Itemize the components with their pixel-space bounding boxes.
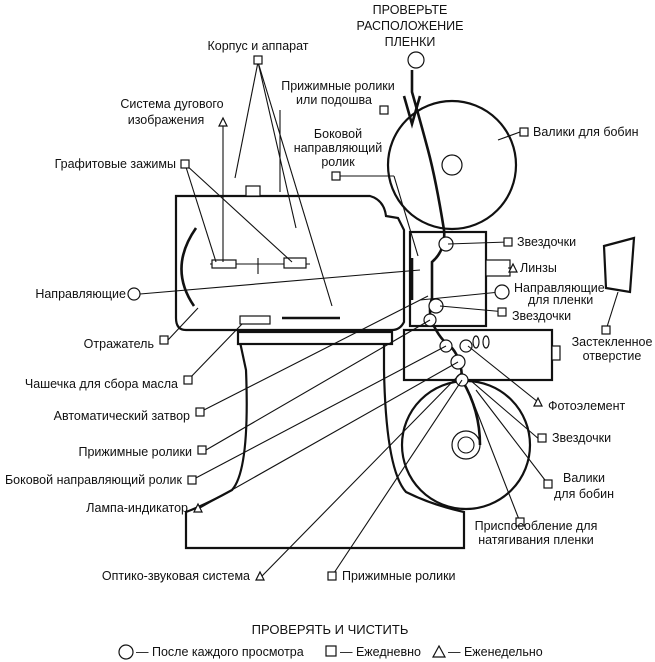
film-guides-label: Направляющие: [514, 281, 605, 295]
side-guide-top-label: ролик: [321, 155, 355, 169]
daily-square-icon: [331, 171, 341, 181]
glazed-hole-label: отверстие: [583, 349, 642, 363]
indicator-lamp-label: Лампа-индикатор: [86, 501, 188, 515]
daily-square-icon: [503, 237, 513, 247]
reflector-shape: [180, 227, 198, 307]
legend-title: ПРОВЕРЯТЬ И ЧИСТИТЬ: [252, 622, 409, 637]
film-guides-label: для пленки: [528, 293, 593, 307]
daily-square-icon: [601, 325, 611, 335]
optical-sound-label: Оптико-звуковая система: [102, 569, 250, 583]
carbon-clamp-right: [283, 257, 307, 269]
weekly-triangle-icon: [533, 396, 543, 407]
weekly-triangle-icon: [508, 262, 518, 273]
daily-square-icon: [197, 445, 207, 455]
carbon-clamp-left: [211, 259, 237, 269]
pedestal-cap: [236, 330, 394, 346]
glazed-hole-shape: [602, 236, 636, 294]
daily-square-icon: [379, 105, 389, 115]
weekly-triangle-icon: [255, 570, 265, 581]
projection-head: [408, 230, 488, 328]
weekly-triangle-icon: [193, 502, 203, 513]
after-each-circle-icon: [118, 644, 134, 660]
top-reel-hub: [441, 154, 463, 176]
sound-slot-2: [482, 335, 490, 349]
daily-square-icon: [195, 407, 205, 417]
sprockets-2-label: Звездочки: [512, 309, 571, 323]
after-each-circle-icon: [494, 284, 510, 300]
leader-lines: [139, 61, 619, 577]
oil-cup-shape: [239, 315, 271, 325]
daily-square-icon: [253, 55, 263, 65]
daily-square-icon: [515, 517, 525, 527]
legend: ПРОВЕРЯТЬ И ЧИСТИТЬ — После каждого прос…: [118, 622, 543, 660]
legend-weekly: — Еженедельно: [448, 645, 543, 659]
check-film-label: ПРОВЕРЬТЕ: [373, 3, 448, 17]
daily-square-icon: [159, 335, 169, 345]
lenses-label: Линзы: [520, 261, 557, 275]
auto-shutter-label: Автоматический затвор: [54, 409, 190, 423]
side-guide-bottom-label: Боковой направляющий ролик: [5, 473, 183, 487]
check-film-circle-icon: [407, 51, 425, 69]
roller-b: [459, 339, 473, 353]
pedestal: [184, 340, 466, 550]
reel-rollers-bottom-label: Валики: [563, 471, 605, 485]
graphite-clamps-label: Графитовые зажимы: [55, 157, 176, 171]
pressure-rollers-bottom-label: Прижимные ролики: [342, 569, 456, 583]
pressure-rollers-top-label: или подошва: [296, 93, 372, 107]
projector-drawing: [174, 70, 636, 550]
tension-device-label: натягивания пленки: [478, 533, 594, 547]
daily-square-icon: [180, 159, 190, 169]
side-guide-top-label: Боковой: [314, 127, 362, 141]
arc-system-label: изображения: [128, 113, 205, 127]
sound-slot: [472, 335, 480, 349]
daily-square-icon: [327, 571, 337, 581]
reel-rollers-bottom-label: для бобин: [554, 487, 614, 501]
sound-knob: [551, 345, 561, 361]
pressure-rollers-mid-label: Прижимные ролики: [78, 445, 192, 459]
after-each-circle-icon: [127, 287, 141, 301]
vent-cap: [245, 185, 261, 197]
housing-label: Корпус и аппарат: [207, 39, 308, 53]
sprockets-3-label: Звездочки: [552, 431, 611, 445]
bottom-reel-core: [457, 436, 475, 454]
markers: [127, 51, 611, 581]
tension-device-label: Приспособление для: [475, 519, 598, 533]
guides-label: Направляющие: [35, 287, 126, 301]
check-film-label: ПЛЕНКИ: [385, 35, 436, 49]
daily-square-icon: [183, 375, 193, 385]
side-guide-top-label: направляющий: [294, 141, 383, 155]
photocell-label: Фотоэлемент: [548, 399, 626, 413]
legend-after-each: — После каждого просмотра: [136, 645, 304, 659]
daily-square-icon: [519, 127, 529, 137]
lens-barrel: [485, 259, 511, 277]
glazed-hole-label: Застекленное: [572, 335, 653, 349]
arc-system-label: Система дугового: [120, 97, 223, 111]
daily-square-icon: [497, 307, 507, 317]
oil-cup-label: Чашечка для сбора масла: [25, 377, 178, 391]
reel-rollers-top-label: Валики для бобин: [533, 125, 639, 139]
bottom-reel-hub: [451, 430, 481, 460]
daily-square-icon: [187, 475, 197, 485]
labels: ПРОВЕРЬТЕ РАСПОЛОЖЕНИЕ ПЛЕНКИ Корпус и а…: [5, 3, 653, 583]
reflector-label: Отражатель: [84, 337, 154, 351]
pressure-rollers-top-label: Прижимные ролики: [281, 79, 395, 93]
check-film-label: РАСПОЛОЖЕНИЕ: [356, 19, 463, 33]
weekly-triangle-icon: [431, 644, 447, 658]
film-arrow: [402, 95, 422, 129]
daily-square-icon: [325, 645, 337, 657]
legend-daily: — Ежедневно: [340, 645, 421, 659]
sprockets-1-label: Звездочки: [517, 235, 576, 249]
daily-square-icon: [537, 433, 547, 443]
weekly-triangle-icon: [218, 116, 228, 127]
daily-square-icon: [543, 479, 553, 489]
